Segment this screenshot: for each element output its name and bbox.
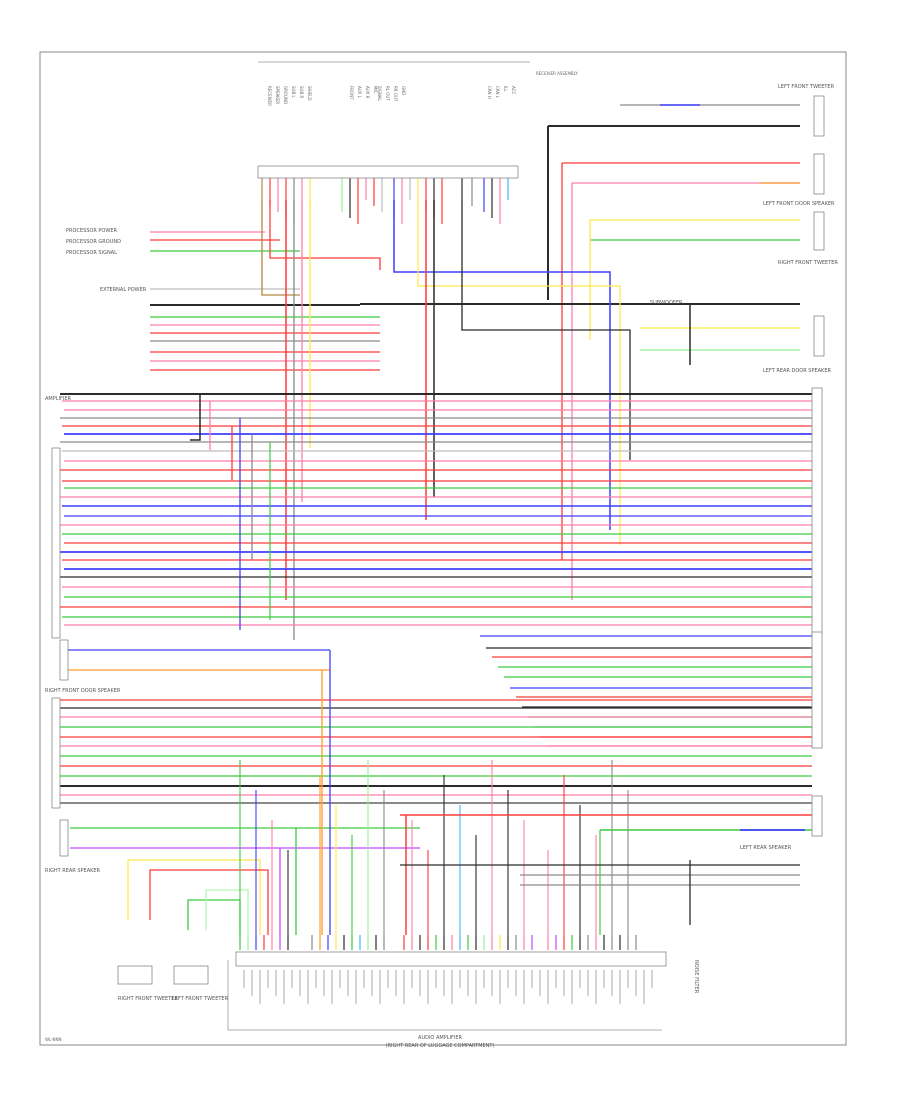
- rear-speaker-connector: [811, 795, 823, 837]
- left-connector-upper: [51, 447, 61, 639]
- label-right-tweeter-bottom: RIGHT FRONT TWEETER: [118, 996, 178, 1002]
- label-amp: AUDIO AMPLIFIER: [418, 1035, 462, 1041]
- label-power-a: PROCESSOR POWER: [66, 228, 117, 234]
- left-front-door-connector: [813, 153, 825, 195]
- label-amplifier: AMPLIFIER: [45, 396, 72, 402]
- wire-131: [149, 869, 269, 935]
- wire-61: [417, 200, 621, 545]
- right-rear-connector-b: [59, 819, 69, 857]
- wire-132: [187, 899, 241, 935]
- connector-group: [51, 95, 825, 985]
- wire-133: [205, 889, 249, 935]
- label-right-rear: RIGHT REAR SPEAKER: [45, 868, 101, 874]
- top-right-label: RECEIVER ASSEMBLY: [536, 71, 578, 76]
- left-connector-lower: [51, 697, 61, 809]
- top-connector-label-0-1: SPEAKER: [275, 86, 280, 104]
- label-left-tweeter-bottom: LEFT FRONT TWEETER: [172, 996, 229, 1002]
- top-connector-label-0-5: SHIELD: [307, 86, 312, 101]
- top-connector-label-2-3: GND: [401, 86, 406, 95]
- top-connector-label-0-3: SUB L: [291, 86, 296, 98]
- top-connector-label-2-1: RL OUT: [385, 86, 390, 101]
- right-connector-upper: [811, 387, 823, 635]
- label-amp-sub: (RIGHT REAR OF LUGGAGE COMPARTMENT): [386, 1043, 495, 1049]
- top-connector-label-3-2: ILL: [503, 86, 508, 92]
- label-noise-filter: NOISE FILTER: [693, 960, 699, 994]
- top-connector-label-0-4: SUB R: [299, 86, 304, 98]
- wire-92: [190, 394, 201, 441]
- top-connector-label-0-2: GROUND: [283, 86, 288, 104]
- label-left-front-tweeter: LEFT FRONT TWEETER: [778, 84, 835, 90]
- wire-64: [461, 200, 631, 460]
- right-connector-lower: [811, 631, 823, 749]
- top-connector-label-2-2: RR OUT: [393, 86, 398, 102]
- label-right-front-tweeter: RIGHT FRONT TWEETER: [778, 260, 838, 266]
- top-connector-label-3-0: CAN H: [487, 86, 492, 99]
- label-left-rear-door: LEFT REAR DOOR SPEAKER: [763, 368, 831, 374]
- label-left-front-door: LEFT FRONT DOOR SPEAKER: [763, 201, 835, 207]
- right-rear-connector-a: [59, 639, 69, 681]
- label-power-c: PROCESSOR SIGNAL: [66, 250, 117, 256]
- right-front-tweeter-connector: [813, 211, 825, 251]
- top-connector-label-1-3: MIC: [373, 86, 378, 94]
- left-rear-door-connector: [813, 315, 825, 357]
- top-connector-label-1-1: AUX L: [357, 86, 362, 99]
- label-subwoofer: SUBWOOFER: [650, 300, 683, 306]
- label-rear-satellite: LEFT REAR SPEAKER: [740, 845, 792, 851]
- label-right-front-door: RIGHT FRONT DOOR SPEAKER: [45, 688, 121, 694]
- top-connector-label-1-2: AUX R: [365, 86, 370, 99]
- left-tweeter-bottom: [173, 965, 209, 985]
- receiver-connector: [257, 165, 519, 179]
- wire-39: [269, 200, 381, 270]
- top-connector-label-3-3: ACC: [511, 86, 516, 94]
- page-code: WL-NNN: [45, 1037, 62, 1042]
- top-connector-label-1-0: FRONT: [349, 86, 354, 100]
- diagram-border: [39, 51, 847, 1046]
- label-power-b: PROCESSOR GROUND: [66, 239, 121, 245]
- top-connector-label-0-0: RECEIVER: [267, 86, 272, 106]
- label-ext-power: EXTERNAL POWER: [100, 287, 147, 293]
- left-front-tweeter-connector: [813, 95, 825, 137]
- wire-group: [60, 104, 812, 1031]
- top-connector-label-3-1: CAN L: [495, 86, 500, 99]
- wire-38: [261, 200, 300, 296]
- amplifier-connector: [235, 951, 667, 967]
- top-connector-label-2-0: SIGNAL: [377, 86, 382, 102]
- right-tweeter-bottom: [117, 965, 153, 985]
- wire-130: [127, 859, 261, 935]
